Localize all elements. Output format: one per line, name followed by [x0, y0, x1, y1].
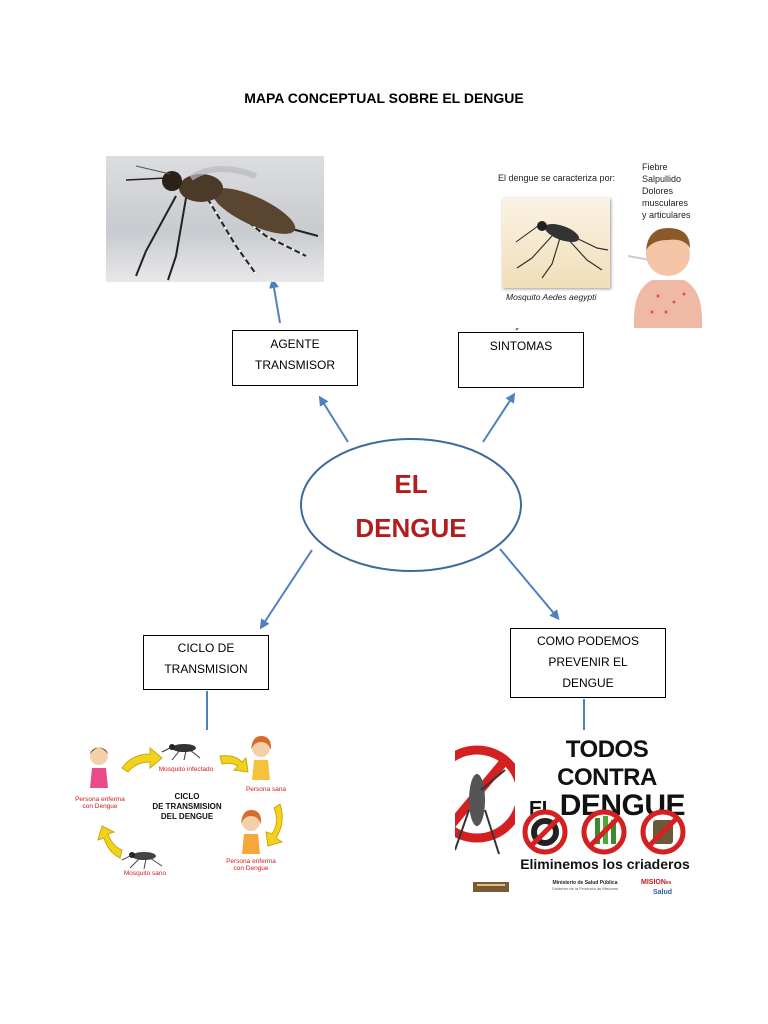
node-prevenir-line-3: DENGUE	[562, 676, 614, 690]
campaign-slogan: Eliminemos los criaderos	[520, 856, 690, 872]
node-agente-line-2: TRANSMISOR	[254, 358, 335, 372]
healthy-person-icon	[251, 736, 272, 780]
symptom-2: Salpullido	[642, 174, 682, 184]
no-tire-icon	[522, 809, 568, 855]
arrow-to-agente	[318, 395, 349, 443]
node-agente-transmisor: AGENTE TRANSMISOR	[232, 330, 358, 386]
arrow-to-sintomas	[482, 392, 516, 443]
logo-part-a: MISION	[641, 879, 666, 886]
ministry-label: Ministerio de Salud Pública Gobierno de …	[535, 880, 635, 892]
logo-part-b: es	[665, 880, 672, 886]
center-line-2: DENGUE	[355, 513, 467, 543]
arrow-to-ciclo	[259, 549, 313, 630]
center-line-1: EL	[394, 469, 428, 499]
node-prevenir-line-1: COMO PODEMOS	[536, 634, 639, 648]
center-ellipse	[300, 438, 522, 572]
label-sick-person-left: Persona enferma con Dengue	[70, 796, 130, 810]
ministry-line-2: Gobierno de la Provincia de Misiones	[551, 886, 619, 891]
node-sintomas: SINTOMAS	[458, 332, 584, 388]
no-plant-icon	[581, 809, 627, 855]
label-sick-person-right-2: con Dengue	[233, 865, 269, 872]
label-infected-mosquito: Mosquito infectado	[158, 766, 214, 773]
symptom-1: Fiebre	[642, 162, 668, 172]
healthy-mosquito-icon	[121, 852, 163, 870]
mosquito-photo	[106, 156, 324, 282]
transmission-cycle-illustration: Persona enferma con Dengue Mosquito infe…	[70, 730, 300, 880]
page-title: MAPA CONCEPTUAL SOBRE EL DENGUE	[244, 90, 524, 106]
sick-person-left-icon	[90, 747, 108, 788]
node-ciclo-transmision: CICLO DE TRANSMISION	[143, 635, 269, 690]
ministry-line-1: Ministerio de Salud Pública	[552, 880, 618, 886]
label-sick-person-left-1: Persona enferma	[75, 796, 125, 803]
label-sick-person-right: Persona enferma con Dengue	[216, 858, 286, 872]
arrow-to-prevenir	[499, 548, 560, 621]
cycle-arrows	[97, 746, 284, 859]
campaign-headline-line-1: TODOS CONTRA	[557, 736, 657, 791]
node-agente-line-1: AGENTE	[270, 337, 320, 351]
misiones-salud-logo: MISIONes Salud	[641, 878, 672, 897]
label-healthy-person: Persona sana	[245, 786, 287, 793]
no-mosquito-icon	[455, 745, 515, 855]
label-sick-person-right-1: Persona enferma	[226, 858, 276, 865]
arrow-to-mosquito-image	[269, 278, 281, 324]
label-sick-person-left-2: con Dengue	[82, 803, 118, 810]
breeding-sites-icons	[522, 809, 686, 855]
campaign-headline: TODOS CONTRA EL DENGUE	[521, 736, 693, 823]
logo-part-c: Salud	[653, 889, 673, 896]
campaign-poster: TODOS CONTRA EL DENGUE Eliminemos los cr…	[455, 730, 695, 898]
node-ciclo-line-2: TRANSMISION	[164, 662, 248, 676]
infected-mosquito-icon	[161, 744, 201, 760]
node-ciclo-line-1: CICLO DE	[177, 641, 235, 655]
no-container-icon	[640, 809, 686, 855]
cycle-center-line-2: DE TRANSMISION	[152, 802, 222, 811]
node-sintomas-line-1: SINTOMAS	[489, 339, 553, 353]
mosquito-sketch	[502, 198, 610, 288]
mosquito-species-label: Mosquito Aedes aegypti	[506, 292, 597, 302]
node-como-prevenir: COMO PODEMOS PREVENIR EL DENGUE	[510, 628, 666, 698]
symptoms-list: Fiebre Salpullido Dolores musculares y a…	[642, 161, 691, 221]
cycle-center-line-1: CICLO	[174, 792, 200, 801]
cycle-center-label: CICLO DE TRANSMISION DEL DENGUE	[132, 792, 242, 822]
center-node: EL DENGUE	[300, 462, 522, 550]
symptom-4: musculares	[642, 198, 689, 208]
symptoms-caption: El dengue se caracteriza por:	[498, 173, 616, 183]
mosquito-icon	[125, 165, 319, 281]
sick-person-right-icon	[241, 810, 262, 854]
mosquito-sketch-icon	[515, 221, 609, 279]
label-healthy-mosquito: Mosquito sano	[123, 870, 167, 877]
node-prevenir-line-2: PREVENIR EL	[548, 655, 628, 669]
sick-child-icon	[628, 228, 703, 328]
government-logo-icon	[473, 882, 509, 892]
symptom-3: Dolores	[642, 186, 674, 196]
symptom-5: y articulares	[642, 210, 691, 220]
cycle-center-line-3: DEL DENGUE	[160, 812, 214, 821]
symptoms-illustration: El dengue se caracteriza por: Fiebre Sal…	[492, 158, 710, 328]
